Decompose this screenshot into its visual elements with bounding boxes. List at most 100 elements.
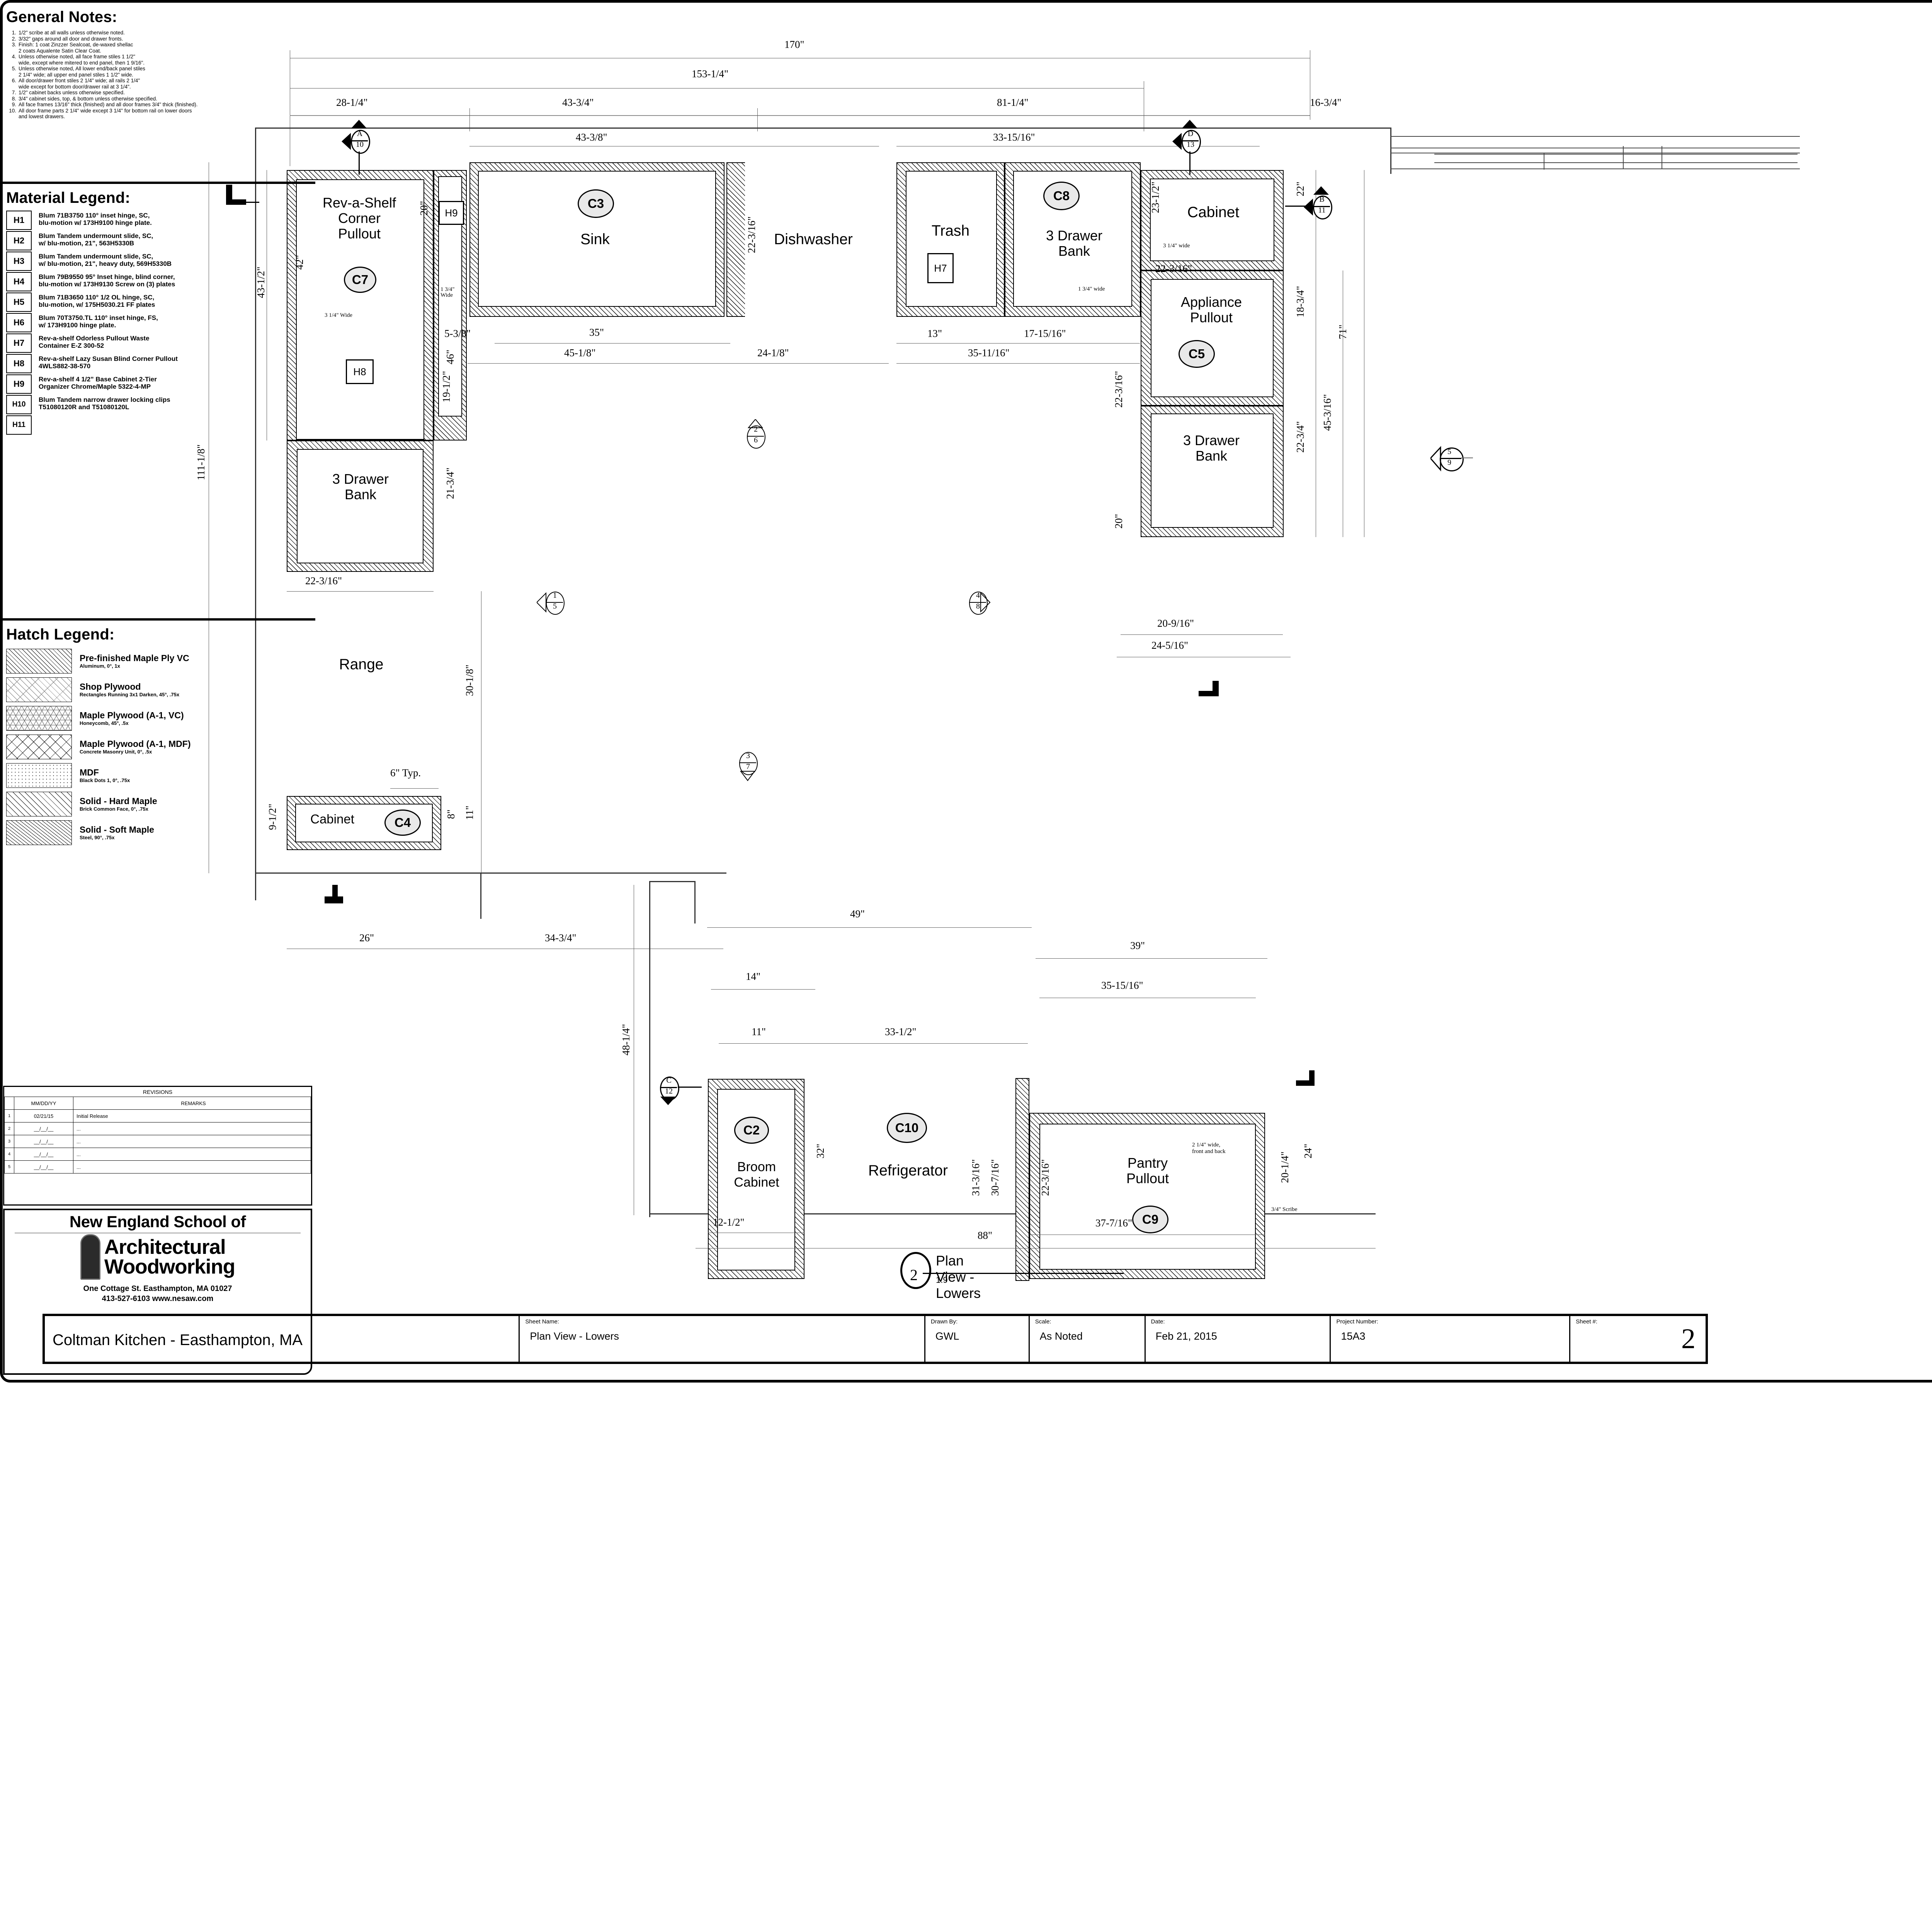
hatch-name: Pre-finished Maple Ply VC <box>80 653 189 663</box>
legend-desc: Blum Tandem narrow drawer locking clips … <box>39 396 170 411</box>
dim-line-33-1-2 <box>815 1043 1028 1044</box>
note-3-1-4-wide-a: 3 1/4" wide <box>1163 243 1190 249</box>
logo-line-3: Woodworking <box>104 1255 235 1278</box>
legend-code-h8[interactable]: H8 <box>6 354 32 373</box>
hatch-spec: Black Dots 1, 0°, .75x <box>80 777 130 783</box>
dim-35-15-16: 35-15/16" <box>1101 980 1143 991</box>
bubble-c4[interactable]: C4 <box>384 810 421 836</box>
legend-code-h6[interactable]: H6 <box>6 313 32 332</box>
cabinet-3drawer-right <box>1141 406 1284 537</box>
general-note-item: 2.3/32" gaps around all door and drawer … <box>12 36 123 42</box>
dim-trash-box: 33-15/16" <box>993 131 1035 143</box>
tb-scale-cell: Scale: As Noted <box>1030 1316 1146 1362</box>
legend-code-h7[interactable]: H7 <box>6 333 32 353</box>
legend-code-h9[interactable]: H9 <box>6 374 32 394</box>
cabinet-c3-sink <box>469 162 724 317</box>
hatch-spec: Honeycomb, 45°, .5x <box>80 720 129 726</box>
section-marker-3-7[interactable]: 3 7 <box>736 750 760 781</box>
divider <box>0 618 315 621</box>
dim-24-5-16: 24-5/16" <box>1151 639 1189 651</box>
dim-30-7-16: 30-7/16" <box>989 1159 1001 1196</box>
legend-desc: Blum Tandem undermount slide, SC, w/ blu… <box>39 232 153 247</box>
company-logo-block: New England School of Architectural Wood… <box>3 1209 312 1375</box>
dim-line-20-9-16 <box>1121 634 1283 635</box>
legend-code-h2[interactable]: H2 <box>6 231 32 250</box>
bubble-c7[interactable]: C7 <box>344 267 376 293</box>
hatch-legend-row: Maple Plywood (A-1, VC)Honeycomb, 45°, .… <box>6 706 1932 731</box>
legend-code-h4[interactable]: H4 <box>6 272 32 291</box>
hardware-tag-h7[interactable]: H7 <box>927 253 954 283</box>
plan-view-drawing: 170" 153-1/4" 28-1/4" 43-3/4" 81-1/4" 16… <box>195 39 1800 1301</box>
section-marker-4-8[interactable]: 4 8 <box>966 589 991 616</box>
ext-line <box>469 108 470 131</box>
hatch-name: Solid - Hard Maple <box>80 796 157 806</box>
hatch-spec: Aluminum, 0°, 1x <box>80 663 120 669</box>
section-marker-d-13[interactable]: D 13 <box>1172 120 1202 175</box>
cabinet-c9 <box>1029 1113 1265 1279</box>
counter-line <box>1434 162 1798 163</box>
dim-32: 32" <box>815 1144 826 1159</box>
drawn-by-value: GWL <box>935 1330 959 1342</box>
note-3-4-scribe: 3/4" Scribe <box>1271 1206 1298 1213</box>
hatch-spec: Concrete Masonry Unit, 0°, .5x <box>80 749 152 755</box>
bubble-c9[interactable]: C9 <box>1132 1206 1168 1233</box>
dim-overall-170: 170" <box>784 39 804 50</box>
hatch-legend-row: Maple Plywood (A-1, MDF)Concrete Masonry… <box>6 735 1932 759</box>
dim-45-1-8: 45-1/8" <box>564 347 596 359</box>
legend-desc: Rev-a-shelf 4 1/2” Base Cabinet 2-Tier O… <box>39 376 157 390</box>
hardware-tag-h9[interactable]: H9 <box>439 201 464 225</box>
section-marker-c-12[interactable]: C 12 <box>657 1074 702 1105</box>
ext-line <box>757 108 758 131</box>
view-number: 2 <box>910 1266 918 1284</box>
label-line: Rev-a-Shelf <box>322 195 396 211</box>
divider <box>0 182 315 184</box>
dim-20-1-4: 20-1/4" <box>1279 1151 1291 1183</box>
general-note-item: 3.Finish: 1 coat Zinzzer Sealcoat, de-wa… <box>12 42 133 54</box>
hatch-swatch-maple-plywood-vc <box>6 706 72 731</box>
counter-line <box>1434 154 1798 155</box>
legend-code-h1[interactable]: H1 <box>6 211 32 230</box>
dim-12-1-2: 12-1/2" <box>713 1216 745 1228</box>
wall-line-lower <box>255 872 726 874</box>
general-notes-title: General Notes: <box>6 9 117 26</box>
dishwasher-side-panel <box>726 162 745 317</box>
dim-20-9-16: 20-9/16" <box>1157 617 1194 629</box>
bubble-c3[interactable]: C3 <box>578 189 614 218</box>
legend-code-h10[interactable]: H10 <box>6 395 32 414</box>
corner-l-mark-pantry <box>1287 1070 1318 1093</box>
cabinet-c7 <box>287 170 434 440</box>
bubble-c2[interactable]: C2 <box>734 1117 769 1144</box>
dim-22-3-16-left: 22-3/16" <box>305 575 342 587</box>
right-panel: General Notes: 1.1/2" scribe at all wall… <box>0 9 315 1932</box>
bubble-c8[interactable]: C8 <box>1043 182 1080 210</box>
tb-project-cell: Coltman Kitchen - Easthampton, MA <box>45 1316 520 1362</box>
label-range: Range <box>339 656 384 673</box>
section-marker-5-9[interactable]: 5 9 <box>1430 444 1473 472</box>
bubble-c5[interactable]: C5 <box>1179 340 1215 368</box>
tb-projectnum-cell: Project Number: 15A3 <box>1331 1316 1571 1362</box>
hatch-name: MDF <box>80 767 99 777</box>
section-marker-a-10[interactable]: A 10 <box>342 120 372 175</box>
table-row: 2__/__/__... <box>4 1122 311 1135</box>
rev-col-remarks: REMARKS <box>73 1097 311 1110</box>
cabinet-c5 <box>1141 270 1284 406</box>
legend-code-h5[interactable]: H5 <box>6 293 32 312</box>
legend-code-h11[interactable]: H11 <box>6 415 32 435</box>
section-marker-b-11[interactable]: B 11 <box>1285 186 1334 219</box>
hardware-tag-h8[interactable]: H8 <box>346 359 374 384</box>
general-notes-panel: General Notes: 1.1/2" scribe at all wall… <box>0 9 1932 120</box>
table-row: 5__/__/__... <box>4 1160 311 1173</box>
label-sink: Sink <box>580 231 610 248</box>
legend-code-h3[interactable]: H3 <box>6 252 32 271</box>
bubble-c10[interactable]: C10 <box>887 1113 927 1143</box>
section-marker-1-5[interactable]: 1 5 <box>537 589 567 616</box>
dim-22-3-16-b: 22-3/16" <box>1155 263 1192 274</box>
cabinet-c2 <box>708 1079 804 1279</box>
section-marker-2-6[interactable]: 2 6 <box>744 419 768 449</box>
counter-line <box>1390 136 1800 137</box>
